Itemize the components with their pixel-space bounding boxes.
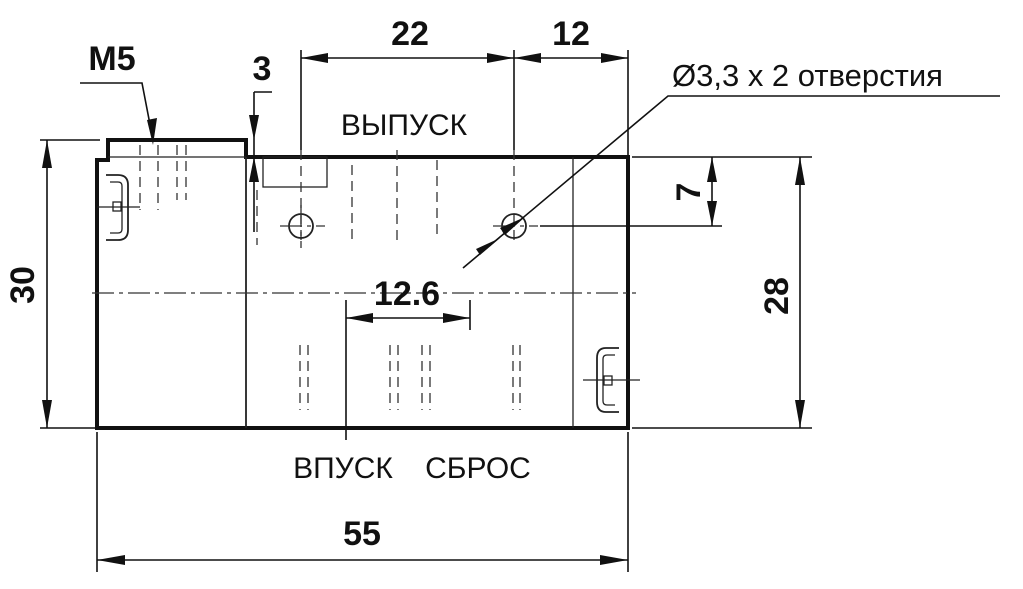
dim-overall-length: 55 xyxy=(96,432,629,572)
dim-port-spacing-value: 12.6 xyxy=(374,275,440,313)
clip-right xyxy=(583,347,640,413)
hole-note-callout: Ø3,3 x 2 отверстия xyxy=(462,58,1000,269)
dim-hole-spacing-value: 22 xyxy=(391,15,429,53)
dim-step-value: 3 xyxy=(253,50,272,88)
dim-hole-offset: 7 xyxy=(540,157,722,227)
dim-mount-height-value: 28 xyxy=(758,277,796,315)
port-label-inlet: ВПУСК xyxy=(293,452,393,485)
dim-overall-length-value: 55 xyxy=(343,515,381,553)
mounting-hole-left xyxy=(280,205,325,248)
dim-hole-spacing: 22 xyxy=(300,15,515,150)
hole-note: Ø3,3 x 2 отверстия xyxy=(672,58,943,93)
dim-step: 3 xyxy=(249,50,272,232)
dim-overall-height: 30 xyxy=(4,139,100,429)
upper-port-pocket xyxy=(262,156,328,188)
hidden-features xyxy=(139,145,521,410)
dim-hole-offset-value: 7 xyxy=(670,183,708,202)
dim-hole-edge: 12 xyxy=(514,15,629,155)
dim-mount-height: 28 xyxy=(632,156,812,429)
clip-left xyxy=(97,174,140,241)
dim-overall-height-value: 30 xyxy=(4,266,42,304)
port-label-outlet: ВЫПУСК xyxy=(341,109,468,142)
dim-hole-edge-value: 12 xyxy=(552,15,590,53)
dim-port-spacing: 12.6 xyxy=(345,275,471,440)
thread-callout: M5 xyxy=(80,40,157,145)
mounting-hole-right xyxy=(493,213,538,239)
thread-label: M5 xyxy=(88,40,135,78)
body-outline xyxy=(95,138,630,430)
port-label-exhaust: СБРОС xyxy=(425,452,531,485)
